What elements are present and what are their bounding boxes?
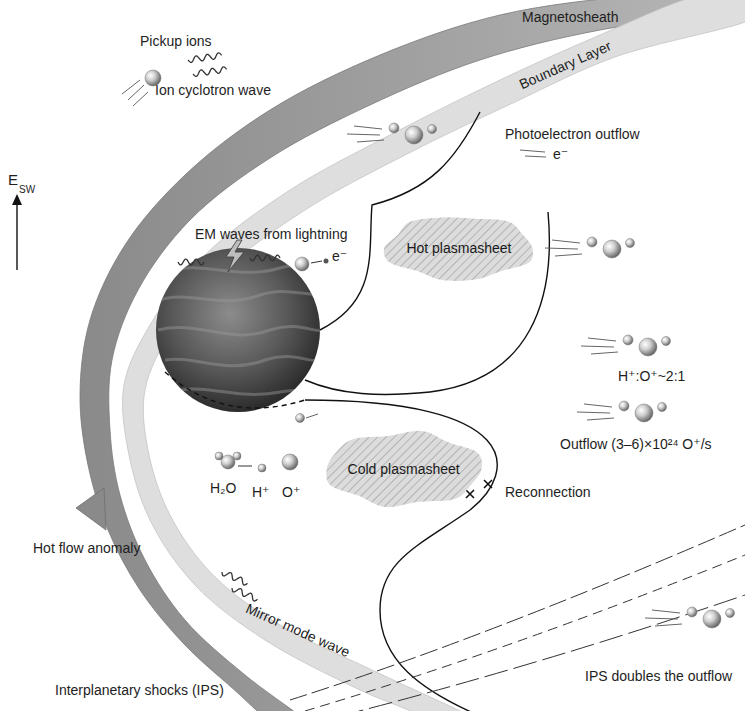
process-label: Pickup ions xyxy=(140,33,212,49)
particle-label: H₂O xyxy=(210,480,236,496)
motion-streak xyxy=(588,338,616,341)
ion-sphere xyxy=(215,452,223,460)
boundary-layer-band xyxy=(122,0,745,711)
particle-label: H⁺ xyxy=(252,484,270,500)
ion-sphere xyxy=(233,452,241,460)
note-label: IPS doubles the outflow xyxy=(585,668,732,684)
ion-sphere xyxy=(687,607,697,617)
phenomenon-label: Hot flow anomaly xyxy=(33,540,140,556)
ion-sphere xyxy=(623,335,633,345)
motion-streak xyxy=(520,150,545,152)
ion-sphere xyxy=(703,610,721,628)
plasmasheet-outline xyxy=(384,217,533,281)
ion-sphere xyxy=(658,403,667,412)
arrow-head xyxy=(12,194,22,205)
region-label: Magnetosheath xyxy=(522,9,619,25)
motion-streak xyxy=(645,618,678,619)
ion-cyclotron-wave-symbol xyxy=(193,66,227,76)
interplanetary-shock-line xyxy=(340,595,745,711)
region-label: Hot plasmasheet xyxy=(406,240,511,256)
motion-streak xyxy=(347,134,380,135)
particle-label: e⁻ xyxy=(332,248,347,264)
venus-planet xyxy=(156,248,320,412)
particle-label: O⁺ xyxy=(282,484,300,500)
lightning-symbol xyxy=(226,240,244,272)
process-label: Photoelectron outflow xyxy=(505,126,640,142)
motion-streak xyxy=(122,80,140,94)
cloud-streak xyxy=(165,356,325,365)
electron-dot xyxy=(324,259,329,264)
ion-sphere xyxy=(587,237,597,247)
ion-sphere xyxy=(428,125,437,134)
motion-streak xyxy=(591,352,618,354)
field-line xyxy=(305,400,497,711)
motion-streak xyxy=(577,412,610,413)
motion-streak xyxy=(652,610,680,613)
mirror-mode-wave-symbol xyxy=(231,585,259,602)
ion-sphere xyxy=(662,337,671,346)
em-wave-symbol xyxy=(250,255,280,261)
ionization-arrow xyxy=(311,261,322,263)
field-symbol: E xyxy=(8,172,18,188)
ion-sphere xyxy=(603,240,621,258)
field-line-behind-planet xyxy=(165,372,305,408)
motion-streak xyxy=(354,126,382,129)
region-label: Cold plasmasheet xyxy=(348,461,460,477)
reconnection-x-mark xyxy=(484,480,492,488)
motion-streak xyxy=(581,346,614,347)
interplanetary-shock-line xyxy=(305,555,745,711)
plasmasheet-region: Cold plasmasheet xyxy=(318,428,489,510)
plasmasheet-outline xyxy=(326,431,482,507)
motion-streak xyxy=(545,248,578,249)
motion-streak xyxy=(587,418,614,420)
em-wave-symbol xyxy=(178,259,204,265)
cloud-streak xyxy=(180,389,318,394)
wave-label: Ion cyclotron wave xyxy=(155,82,271,98)
motion-streak xyxy=(306,414,318,418)
interplanetary-shock-line xyxy=(290,525,745,700)
ion-sphere xyxy=(405,126,423,144)
wave-label: EM waves from lightning xyxy=(195,226,348,242)
cloud-streak xyxy=(160,291,330,300)
particle-label: e⁻ xyxy=(553,146,568,162)
motion-streak xyxy=(584,404,612,407)
mirror-mode-wave-symbol xyxy=(221,569,249,586)
ion-sphere xyxy=(619,401,629,411)
field-subscript: SW xyxy=(19,182,35,198)
process-label: Reconnection xyxy=(505,484,591,500)
motion-streak xyxy=(655,624,682,626)
plasmasheet-region: Hot plasmasheet xyxy=(378,212,540,284)
ion-cyclotron-wave-symbol xyxy=(188,52,222,62)
hot-flow-anomaly-bump xyxy=(76,488,106,530)
motion-streak xyxy=(357,140,384,142)
cloud-streak xyxy=(158,326,330,334)
ion-sphere xyxy=(626,239,635,248)
region-label: Boundary Layer xyxy=(517,37,614,92)
ion-sphere xyxy=(295,257,309,271)
dissociation-arrow xyxy=(238,466,252,467)
electric-field-arrow xyxy=(16,200,17,270)
ion-sphere xyxy=(258,464,266,472)
motion-streak xyxy=(552,240,580,243)
ratio-label: H⁺:O⁺~2:1 xyxy=(618,368,685,384)
outflow-rate-label: Outflow (3–6)×10²⁴ O⁺/s xyxy=(560,436,712,452)
motion-streak xyxy=(555,254,582,256)
motion-streak xyxy=(525,156,546,157)
venus-cloud-texture xyxy=(158,266,330,395)
bow-shock-band xyxy=(80,0,745,711)
ion-sphere xyxy=(635,404,653,422)
reconnection-x-mark xyxy=(466,490,474,498)
ion-sphere xyxy=(639,338,657,356)
ion-sphere xyxy=(296,414,305,423)
motion-streak xyxy=(133,92,148,106)
ion-sphere xyxy=(726,609,735,618)
ion-sphere xyxy=(389,123,399,133)
ion-sphere xyxy=(282,454,298,470)
phenomenon-label: Interplanetary shocks (IPS) xyxy=(55,682,224,698)
